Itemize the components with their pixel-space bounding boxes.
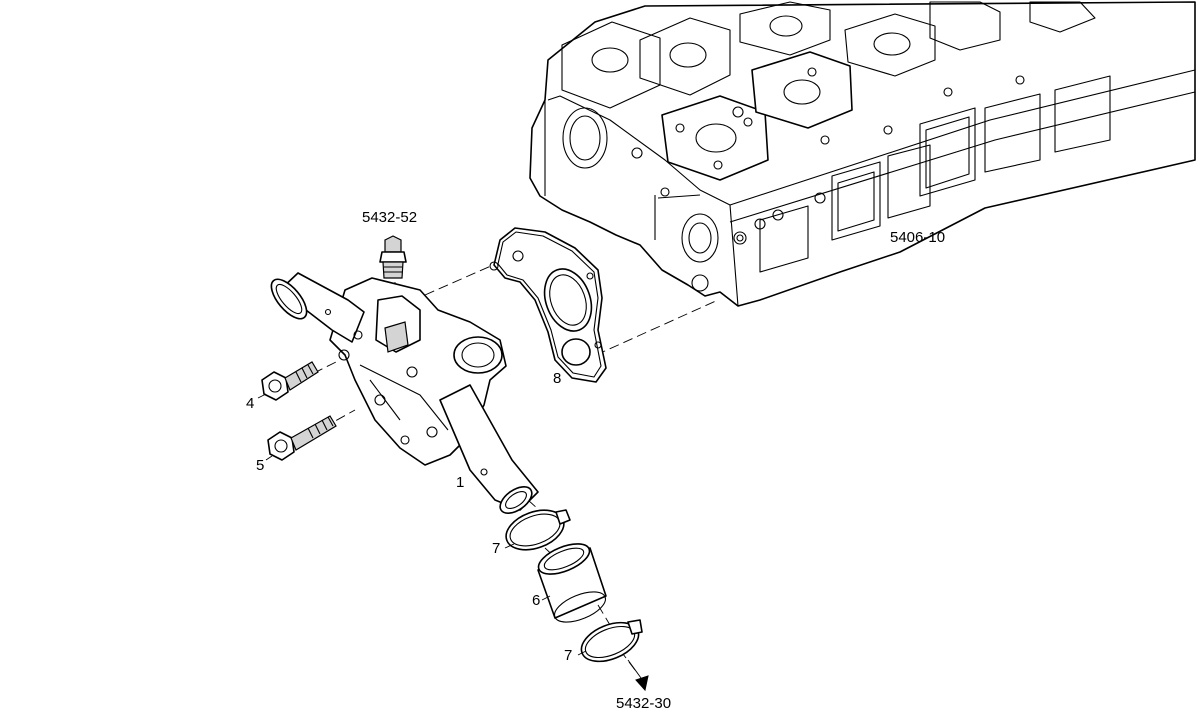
bolt-long — [265, 415, 337, 461]
pump-housing-item-label: 1 — [456, 474, 464, 491]
outlet-ref-label: 5432-30 — [616, 695, 671, 712]
hose-clamp-lower — [577, 619, 643, 663]
engine-block — [529, 1, 1196, 307]
water-pump-housing — [270, 272, 539, 514]
gasket-item-label: 8 — [553, 370, 561, 387]
clamp-upper-item-label: 7 — [492, 540, 500, 557]
hose-clamp-upper — [504, 509, 571, 551]
hose-sleeve — [537, 543, 607, 623]
bolt-long-item-label: 5 — [256, 457, 264, 474]
temperature-sensor — [379, 235, 407, 279]
bolt-short-item-label: 4 — [246, 395, 254, 412]
gasket — [489, 227, 607, 383]
engine-block-ref-label: 5406-10 — [890, 229, 945, 246]
clamp-lower-item-label: 7 — [564, 647, 572, 664]
outlet-arrow — [627, 659, 649, 692]
sensor-ref-label: 5432-52 — [362, 209, 417, 226]
sleeve-item-label: 6 — [532, 592, 540, 609]
bolt-short — [257, 361, 319, 401]
